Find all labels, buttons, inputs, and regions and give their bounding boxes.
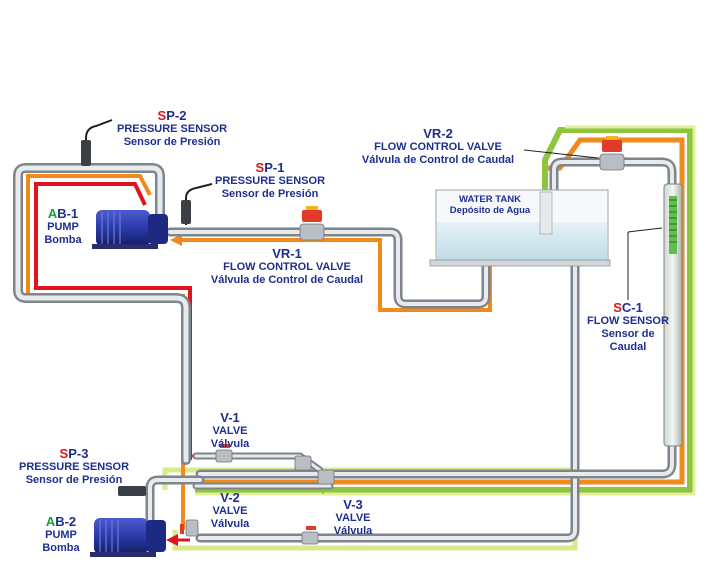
label-sp3: SP-3 PRESSURE SENSOR Sensor de Presión [18,446,130,486]
label-v3: V-3 VALVE Válvula [333,497,373,537]
sc1-pointer-line [627,227,663,233]
flow-arrow-red [166,534,178,546]
flow-control-valve-vr1 [299,206,325,241]
valve-v1 [215,444,233,463]
label-ab1: AB-1 PUMP Bomba [44,206,82,246]
vr2-pointer-line [523,149,599,159]
pipe-junction [317,469,335,485]
return-flow-outer [195,125,696,496]
water-tank [429,189,611,267]
label-water-tank: WATER TANK Depósito de Agua [449,194,531,216]
label-vr2: VR-2 FLOW CONTROL VALVE Válvula de Contr… [361,126,515,166]
label-v1: V-1 VALVE Válvula [210,410,250,450]
label-sc1: SC-1 FLOW SENSOR Sensor de Caudal [587,300,669,353]
label-vr1: VR-1 FLOW CONTROL VALVE Válvula de Contr… [210,246,364,286]
pipe-junction [294,455,312,471]
label-v2: V-2 VALVE Válvula [210,490,250,530]
pressure-sensor-sp1 [181,183,213,225]
flow-control-valve-vr2 [599,136,625,171]
label-sp1: SP-1 PRESSURE SENSOR Sensor de Presión [214,160,326,200]
valve-v2 [180,519,199,537]
pump-ab2 [90,518,166,557]
pressure-sensor-sp2 [81,119,113,166]
valve-v3 [301,526,319,545]
flow-meter [663,183,683,447]
pressure-sensor-sp3 [118,486,146,496]
label-ab2: AB-2 PUMP Bomba [42,514,80,554]
label-sp2: SP-2 PRESSURE SENSOR Sensor de Presión [116,108,228,148]
return-flow-green [195,127,693,493]
flow-arrow-vr1 [170,234,182,246]
pump-ab1 [92,210,168,249]
